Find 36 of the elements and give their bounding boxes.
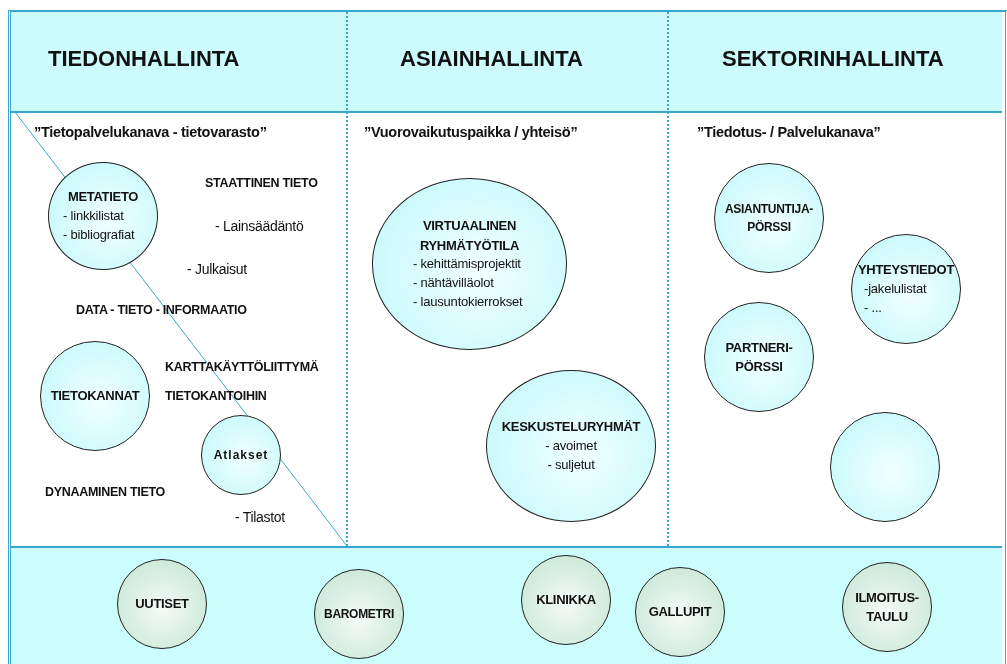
circle-title: KLINIKKA <box>536 591 596 610</box>
list-item: - suljetut <box>547 455 595 474</box>
topic-label: DYNAAMINEN TIETO <box>45 485 165 499</box>
circle-title: VIRTUAALINEN RYHMÄTYÖTILA <box>418 217 521 255</box>
list-item: - lausuntokierrokset <box>413 292 523 311</box>
circle-title: BAROMETRI <box>324 606 394 623</box>
list-item: - Julkaisut <box>187 261 247 277</box>
list-item: - linkkilistat <box>63 206 124 225</box>
topic-label: STAATTINEN TIETO <box>205 176 318 190</box>
circle-title: KESKUSTELURYHMÄT <box>501 418 641 437</box>
section-subtitle: ”Tietopalvelukanava - tietovarasto” <box>34 124 267 140</box>
circle-title: UUTISET <box>135 595 189 614</box>
topic-label: DATA - TIETO - INFORMAATIO <box>76 303 247 317</box>
list-item: -jakelulistat <box>864 279 927 298</box>
topic-label: KARTTAKÄYTTÖLIITTYMÄ <box>165 360 319 374</box>
circle-title: TIETOKANNAT <box>50 387 140 406</box>
circle-title: METATIETO <box>67 188 139 207</box>
section-subtitle: ”Vuorovaikutuspaikka / yhteisö” <box>364 124 578 140</box>
section-heading: TIEDONHALLINTA <box>48 46 240 72</box>
list-item: - nähtävilläolot <box>413 274 494 293</box>
list-item: - bibliografiat <box>63 225 135 244</box>
circle-title: Atlakset <box>213 447 269 464</box>
section-subtitle: ”Tiedotus- / Palvelukanava” <box>697 124 881 140</box>
list-item: - Tilastot <box>235 509 285 525</box>
circle-title: YHTEYSTIEDOT <box>857 261 955 280</box>
circle-title: ASIANTUNTIJA- PÖRSSI <box>723 201 815 236</box>
circle-title: GALLUPIT <box>648 603 712 622</box>
list-item: - kehittämisprojektit <box>413 255 521 274</box>
topic-label: TIETOKANTOIHIN <box>165 389 267 403</box>
list-item: - Lainsäädäntö <box>215 218 304 234</box>
circle-title: ILMOITUS- TAULU <box>854 588 920 626</box>
circle-title: PARTNERI- PÖRSSI <box>724 338 794 376</box>
section-heading: SEKTORINHALLINTA <box>722 46 944 72</box>
list-item: - ... <box>864 298 882 317</box>
section-heading: ASIAINHALLINTA <box>400 46 583 72</box>
list-item: - avoimet <box>545 436 597 455</box>
